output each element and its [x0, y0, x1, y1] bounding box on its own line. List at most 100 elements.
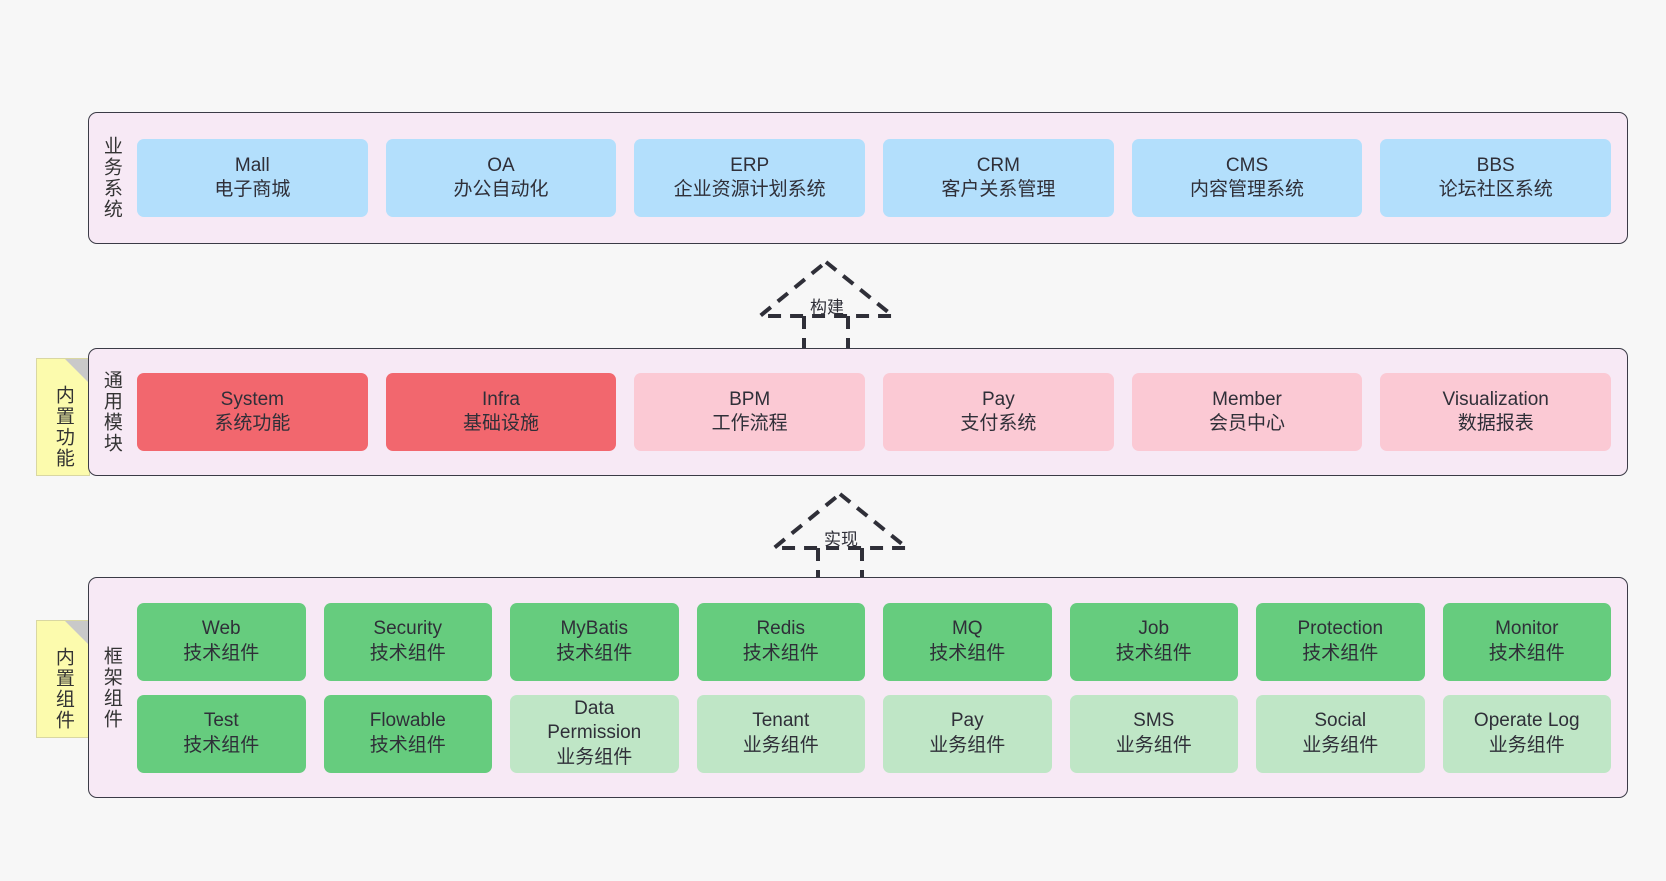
node-subtitle: 办公自动化: [453, 179, 549, 200]
node-subtitle: 企业资源计划系统: [673, 179, 826, 200]
node-title: Job: [1138, 618, 1170, 640]
node-subtitle: 技术组件: [1115, 642, 1192, 664]
node-subtitle: 工作流程: [711, 413, 788, 434]
node-pay-component[interactable]: Pay 业务组件: [883, 694, 1052, 773]
node-subtitle: 业务组件: [1488, 734, 1565, 756]
connector-label-build: 构建: [810, 298, 844, 317]
node-title: Redis: [756, 618, 806, 640]
note-label: 内置功能: [52, 385, 74, 469]
node-subtitle: 业务组件: [556, 746, 633, 768]
node-mall[interactable]: Mall 电子商城: [137, 139, 368, 217]
node-subtitle: 会员中心: [1209, 413, 1286, 434]
node-title: Security: [373, 618, 443, 640]
node-redis[interactable]: Redis 技术组件: [696, 602, 865, 681]
note-builtin-components: 内置组件: [36, 620, 90, 738]
node-title: System: [220, 388, 285, 410]
node-title: Visualization: [1442, 388, 1549, 410]
connector-implement: 实现: [768, 490, 922, 582]
node-title: Protection: [1297, 618, 1384, 640]
node-title: BBS: [1476, 154, 1515, 176]
node-title: Monitor: [1495, 618, 1559, 640]
node-sms[interactable]: SMS 业务组件: [1069, 694, 1238, 773]
layer-general-modules: 通用模块 System 系统功能 Infra 基础设施 BPM 工作流程 Pay…: [88, 348, 1628, 476]
node-infra[interactable]: Infra 基础设施: [385, 373, 617, 451]
node-flowable[interactable]: Flowable 技术组件: [323, 694, 492, 773]
node-title: Test: [203, 710, 239, 732]
node-visualization[interactable]: Visualization 数据报表: [1380, 373, 1612, 451]
node-title: Operate Log: [1473, 710, 1580, 732]
node-pay[interactable]: Pay 支付系统: [883, 373, 1114, 451]
arrowhead-triangle: [768, 491, 913, 550]
node-subtitle: 业务组件: [929, 734, 1006, 756]
node-title: Pay: [981, 388, 1015, 410]
layer-body-general-modules: System 系统功能 Infra 基础设施 BPM 工作流程 Pay 支付系统…: [133, 349, 1627, 475]
layer-row: System 系统功能 Infra 基础设施 BPM 工作流程 Pay 支付系统…: [137, 373, 1612, 451]
layer-row: Mall 电子商城 OA 办公自动化 ERP 企业资源计划系统 CRM 客户关系…: [137, 139, 1612, 217]
node-monitor[interactable]: Monitor 技术组件: [1442, 602, 1611, 681]
node-subtitle: 数据报表: [1457, 413, 1534, 434]
node-title: BPM: [729, 388, 771, 410]
node-test[interactable]: Test 技术组件: [137, 694, 306, 773]
note-builtin-features: 内置功能: [36, 358, 90, 476]
node-protection[interactable]: Protection 技术组件: [1256, 602, 1425, 681]
node-job[interactable]: Job 技术组件: [1069, 602, 1238, 681]
node-title: ERP: [730, 154, 770, 176]
node-bpm[interactable]: BPM 工作流程: [634, 373, 866, 451]
layer-body-framework-components: Web 技术组件 Security 技术组件 MyBatis 技术组件 Redi…: [133, 578, 1627, 797]
node-subtitle: 内容管理系统: [1190, 179, 1305, 200]
arrowhead-triangle: [754, 259, 899, 318]
node-title: CMS: [1225, 154, 1269, 176]
node-erp[interactable]: ERP 企业资源计划系统: [634, 139, 866, 217]
node-subtitle: 业务组件: [1115, 734, 1192, 756]
node-subtitle: 电子商城: [214, 179, 291, 200]
node-subtitle: 技术组件: [1302, 642, 1379, 664]
node-social[interactable]: Social 业务组件: [1256, 694, 1425, 773]
layer-title-framework-components: 框架组件: [100, 645, 122, 730]
node-system[interactable]: System 系统功能: [137, 373, 368, 451]
node-subtitle: 技术组件: [183, 642, 260, 664]
node-bbs[interactable]: BBS 论坛社区系统: [1380, 139, 1612, 217]
node-security[interactable]: Security 技术组件: [323, 602, 492, 681]
node-subtitle: 技术组件: [556, 642, 633, 664]
node-title: MQ: [951, 618, 983, 640]
note-fold-corner: [65, 359, 89, 383]
node-title: CRM: [976, 154, 1020, 176]
node-subtitle: 论坛社区系统: [1438, 179, 1553, 200]
note-label: 内置组件: [52, 647, 74, 731]
node-subtitle: 技术组件: [369, 642, 446, 664]
node-title: Infra: [481, 388, 521, 410]
layer-title-business-systems: 业务系统: [100, 136, 122, 220]
node-subtitle: 技术组件: [742, 642, 819, 664]
node-title: Social: [1314, 710, 1367, 732]
node-cms[interactable]: CMS 内容管理系统: [1131, 139, 1363, 217]
node-title: Tenant: [752, 710, 810, 732]
node-member[interactable]: Member 会员中心: [1131, 373, 1363, 451]
node-subtitle: 支付系统: [960, 413, 1037, 434]
connector-build: 构建: [754, 258, 908, 350]
node-title: Data Permission: [547, 698, 642, 744]
node-title: Mall: [234, 154, 270, 176]
node-tenant[interactable]: Tenant 业务组件: [696, 694, 865, 773]
node-subtitle: 技术组件: [369, 734, 446, 756]
node-mybatis[interactable]: MyBatis 技术组件: [510, 602, 679, 681]
node-subtitle: 系统功能: [214, 413, 291, 434]
layer-body-business-systems: Mall 电子商城 OA 办公自动化 ERP 企业资源计划系统 CRM 客户关系…: [133, 113, 1627, 243]
node-subtitle: 技术组件: [1488, 642, 1565, 664]
connector-label-implement: 实现: [824, 530, 858, 549]
node-operate-log[interactable]: Operate Log 业务组件: [1442, 694, 1611, 773]
node-title: Pay: [950, 710, 984, 732]
node-oa[interactable]: OA 办公自动化: [385, 139, 617, 217]
node-subtitle: 业务组件: [1302, 734, 1379, 756]
connector-shaft: [816, 548, 864, 582]
node-subtitle: 技术组件: [929, 642, 1006, 664]
node-data-permission[interactable]: Data Permission 业务组件: [510, 694, 679, 773]
node-web[interactable]: Web 技术组件: [137, 602, 306, 681]
layer-row: Test 技术组件 Flowable 技术组件 Data Permission …: [137, 694, 1611, 773]
node-crm[interactable]: CRM 客户关系管理: [883, 139, 1114, 217]
node-mq[interactable]: MQ 技术组件: [883, 602, 1052, 681]
node-subtitle: 客户关系管理: [941, 179, 1056, 200]
layer-title-general-modules: 通用模块: [100, 370, 122, 454]
node-subtitle: 技术组件: [183, 734, 260, 756]
layer-row: Web 技术组件 Security 技术组件 MyBatis 技术组件 Redi…: [137, 602, 1611, 681]
